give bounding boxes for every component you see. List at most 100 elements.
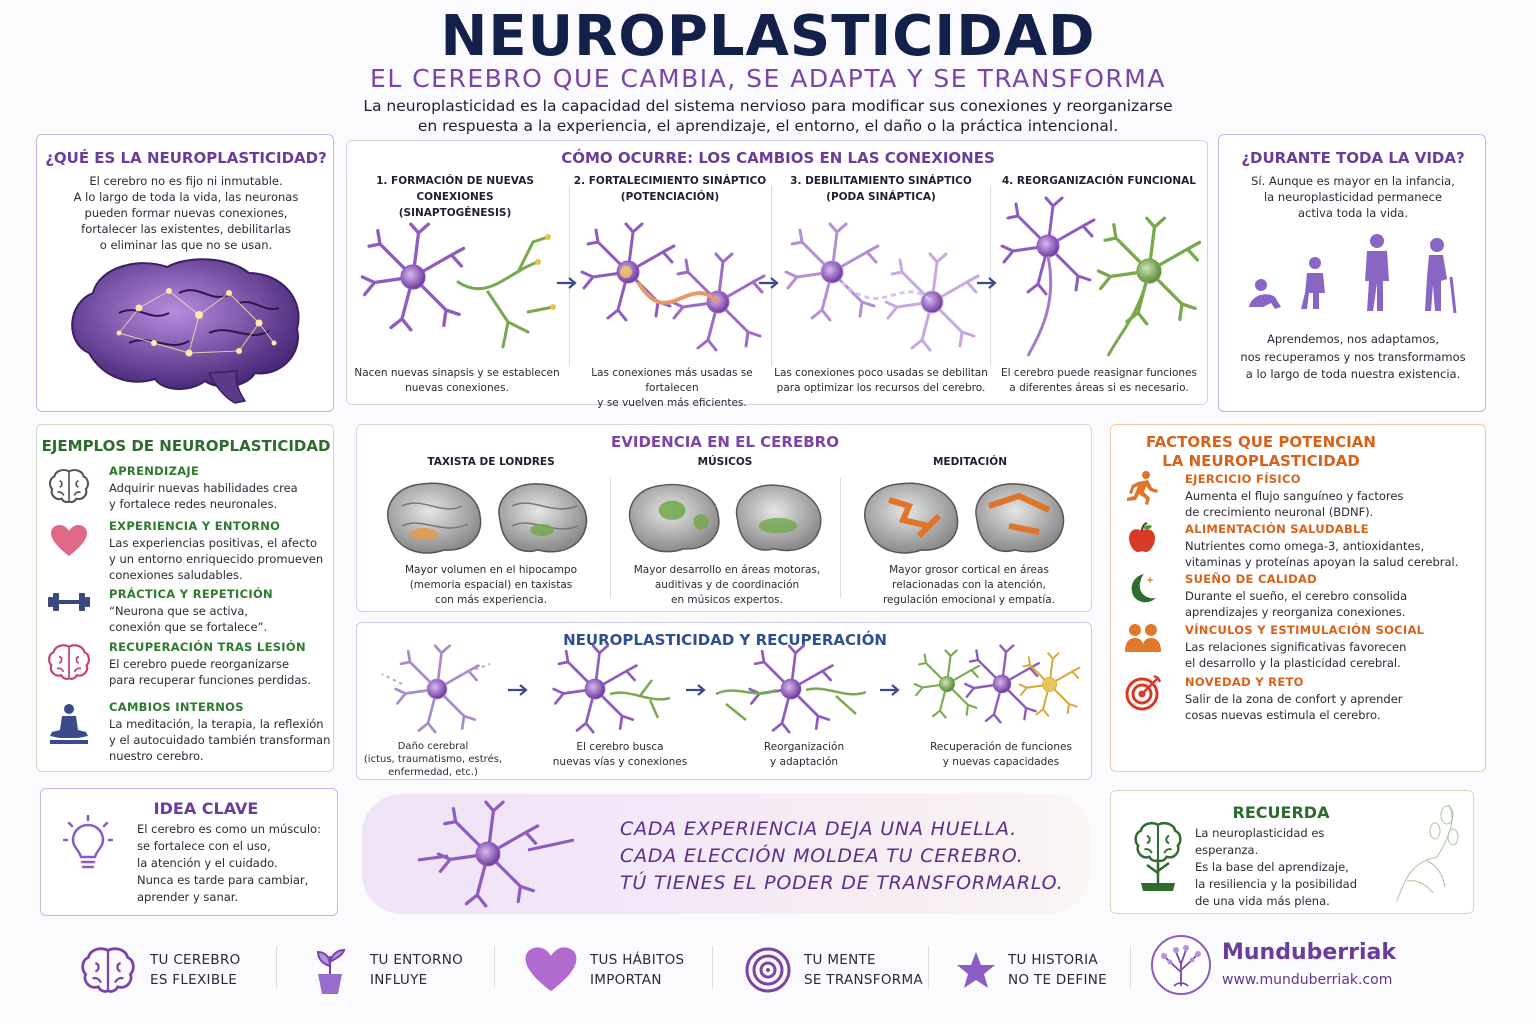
text-line: nos recuperamos y nos transformamos (1240, 349, 1466, 364)
dumbbell-icon (48, 593, 90, 611)
text-line: y adaptación (769, 756, 839, 768)
quote-text: CADA EXPERIENCIA DEJA UNA HUELLA. CADA E… (620, 816, 1080, 897)
step-heading: 4. REORGANIZACIÓN FUNCIONAL (993, 173, 1205, 189)
panel-que-es: ¿QUÉ ES LA NEUROPLASTICIDAD? El cerebro … (36, 134, 334, 412)
step-caption: Las conexiones poco usadas se debilitan … (774, 366, 988, 396)
evidence-heading: MÚSICOS (697, 456, 753, 468)
panel-title-line: FACTORES QUE POTENCIAN (1146, 433, 1376, 451)
text-line: Es la base del aprendizaje, (1195, 860, 1349, 874)
ejemplo-item: EXPERIENCIA Y ENTORNO Las experiencias p… (109, 519, 329, 583)
factor-item: ALIMENTACIÓN SALUDABLE Nutrientes como o… (1185, 522, 1483, 570)
glowing-brain-illustration (71, 258, 300, 404)
panel-title-line: LA NEUROPLASTICIDAD (1162, 452, 1360, 470)
life-stages-icon (1249, 234, 1457, 314)
text-line: “Neurona que se activa, (109, 604, 249, 618)
panel-title: RECUERDA (1232, 803, 1330, 822)
step-caption-line: para optimizar los recursos del cerebro. (776, 382, 986, 394)
text-line: Aumenta el flujo sanguíneo y factores (1185, 489, 1404, 503)
text-line: (ictus, traumatismo, estrés, (363, 754, 503, 765)
text-line: la atención y el cuidado. (137, 856, 278, 870)
taxi-brains-illustration (387, 482, 588, 554)
text-line: La neuroplasticidad es esperanza. (1195, 826, 1325, 857)
meditation-icon (50, 704, 88, 744)
step-heading-line: 3. DEBILITAMIENTO SINÁPTICO (790, 175, 972, 187)
text-line: A lo largo de toda la vida, las neuronas (73, 190, 299, 204)
recovery-caption: Recuperación de funciones y nuevas capac… (916, 740, 1086, 770)
step-heading: 3. DEBILITAMIENTO SINÁPTICO (PODA SINÁPT… (774, 173, 988, 205)
meditation-brains-illustration (864, 482, 1065, 554)
step-caption-line: Las conexiones más usadas se fortalecen (591, 367, 753, 394)
footer-line: TU ENTORNO (370, 952, 464, 968)
footer-item: TU ENTORNO INFLUYE (310, 940, 500, 1000)
intro-line: en respuesta a la experiencia, el aprend… (417, 117, 1119, 135)
factor-item: NOVEDAD Y RETO Salir de la zona de confo… (1185, 675, 1480, 723)
text-line: auditivas y de coordinación (654, 579, 800, 591)
text-line: activa toda la vida. (1297, 206, 1409, 220)
arrow-icon (557, 277, 577, 289)
text-line: en músicos expertos. (670, 594, 783, 606)
apple-icon (1129, 522, 1155, 553)
step-caption: Las conexiones más usadas se fortalecen … (572, 366, 772, 411)
text-line: Daño cerebral (397, 741, 469, 752)
toda-vida-text-top: Sí. Aunque es mayor en la infancia, la n… (1219, 173, 1487, 221)
ejemplo-item: CAMBIOS INTERNOS La meditación, la terap… (109, 700, 331, 764)
brain-tree-icon (1134, 821, 1182, 891)
text-line: a lo largo de toda nuestra existencia. (1245, 367, 1461, 381)
factor-item: VÍNCULOS Y ESTIMULACIÓN SOCIAL Las relac… (1185, 623, 1480, 671)
step-caption: Nacen nuevas sinapsis y se establecen nu… (352, 366, 562, 396)
recovery-caption: El cerebro busca nuevas vías y conexione… (540, 740, 700, 770)
footer-line: TU CEREBRO (150, 952, 241, 968)
evidence-heading: MEDITACIÓN (932, 456, 1008, 468)
panel-toda-la-vida: ¿DURANTE TODA LA VIDA? Sí. Aunque es may… (1218, 134, 1486, 412)
page-subtitle: EL CEREBRO QUE CAMBIA, SE ADAPTA Y SE TR… (370, 64, 1166, 93)
evidence-caption: Mayor desarrollo en áreas motoras, audit… (614, 563, 840, 608)
step-heading-line: (POTENCIACIÓN) (620, 191, 720, 203)
text-line: pueden formar nuevas conexiones, (84, 206, 288, 220)
ejemplo-title: PRÁCTICA Y REPETICIÓN (109, 587, 273, 601)
text-line: y fortalece redes neuronales. (109, 497, 278, 511)
footer-item: TU CEREBRO ES FLEXIBLE (80, 940, 270, 1000)
intro-line: La neuroplasticidad es la capacidad del … (363, 97, 1173, 115)
arrow-icon (508, 684, 528, 696)
panel-title: FACTORES QUE POTENCIAN LA NEUROPLASTICID… (1111, 433, 1411, 471)
panel-title: EVIDENCIA EN EL CEREBRO (611, 433, 839, 451)
ejemplo-item: RECUPERACIÓN TRAS LESIÓN El cerebro pued… (109, 640, 329, 688)
text-line: con más experiencia. (434, 594, 548, 606)
footer-item: TU HISTORIA NO TE DEFINE (956, 940, 1126, 1000)
step-caption-line: Nacen nuevas sinapsis y se establecen (354, 367, 560, 379)
text-line: aprender y sanar. (137, 890, 239, 904)
quote-line: TÚ TIENES EL PODER DE TRANSFORMARLO. (620, 872, 1064, 894)
footer-line: TUS HÁBITOS (590, 952, 685, 968)
text-line: nuevas vías y conexiones (552, 756, 688, 768)
heart-icon (51, 525, 87, 556)
text-line: Sí. Aunque es mayor en la infancia, (1251, 174, 1455, 188)
text-line: Adquirir nuevas habilidades crea (109, 481, 298, 495)
text-line: La meditación, la terapia, la reflexión (109, 717, 324, 731)
evidence-caption: Mayor grosor cortical en áreas relaciona… (846, 563, 1092, 608)
panel-title: ¿QUÉ ES LA NEUROPLASTICIDAD? (45, 149, 327, 167)
text-line: Aprendemos, nos adaptamos, (1266, 332, 1440, 346)
text-line: nuestro cerebro. (109, 749, 204, 763)
damaged-neuron-illustration (381, 644, 491, 734)
ejemplo-title: EXPERIENCIA Y ENTORNO (109, 519, 281, 533)
text-line: y el autocuidado también transforman (109, 733, 331, 747)
text-line: relacionadas con la atención, (892, 579, 1046, 591)
brand-url[interactable]: www.munduberriak.com (1222, 972, 1393, 988)
lightbulb-icon (63, 815, 113, 869)
text-line: (memoria espacial) en taxistas (409, 579, 573, 591)
step-caption: El cerebro puede reasignar funciones a d… (994, 366, 1204, 396)
text-line: vitaminas y proteínas apoyan la salud ce… (1185, 555, 1459, 569)
footer-line: TU HISTORIA (1008, 952, 1098, 968)
step-caption-line: El cerebro puede reasignar funciones (1001, 367, 1197, 379)
reorganized-neurons-illustration (716, 644, 866, 734)
reorganization-illustration (1000, 196, 1202, 357)
factor-title: ALIMENTACIÓN SALUDABLE (1185, 522, 1369, 536)
panel-title: ¿DURANTE TODA LA VIDA? (1241, 149, 1465, 167)
text-line: El cerebro puede reorganizarse (109, 657, 290, 671)
potentiation-illustration (580, 222, 766, 352)
footer-line: ES FLEXIBLE (150, 972, 238, 988)
text-line: la neuroplasticidad permanece (1263, 190, 1443, 204)
recovery-caption: Daño cerebral (ictus, traumatismo, estré… (358, 740, 508, 779)
step-heading-line: 1. FORMACIÓN DE NUEVAS CONEXIONES (376, 175, 534, 203)
text-line: y nuevas capacidades (942, 756, 1060, 768)
